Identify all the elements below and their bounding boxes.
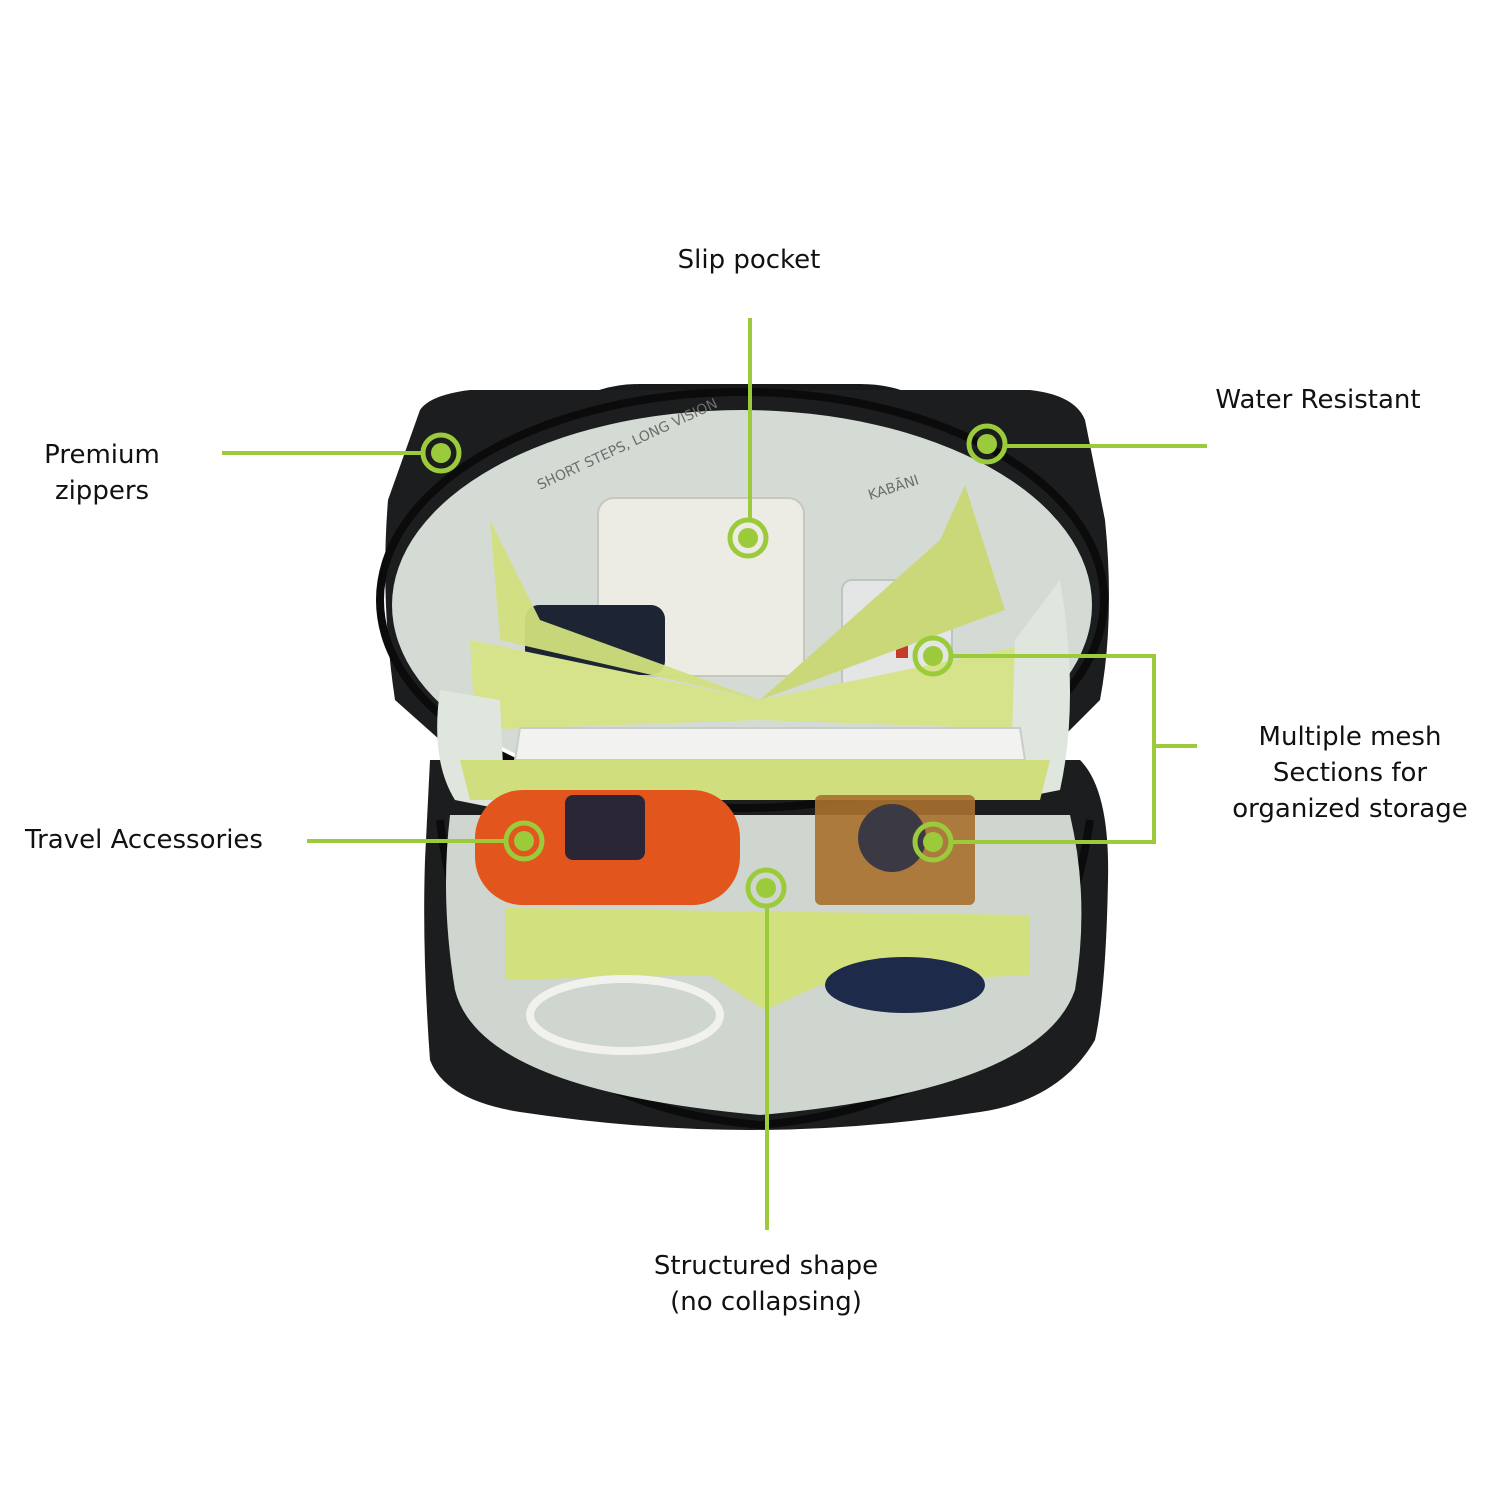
speaker-buttons	[565, 795, 645, 860]
callout-label: organized storage	[1232, 794, 1468, 824]
callout-label: (no collapsing)	[670, 1287, 862, 1317]
bag-image: SHORT STEPS, LONG VISION KABĀNI	[376, 384, 1109, 1130]
callout-travel-accessories: Travel Accessories	[4, 822, 284, 858]
callout-label: Structured shape	[653, 1251, 879, 1281]
callout-label: Multiple mesh	[1258, 722, 1442, 752]
callout-markers	[420, 423, 1008, 909]
callout-label: Water Resistant	[1215, 385, 1421, 415]
callout-water-resistant: Water Resistant	[1198, 382, 1438, 418]
callout-mesh-sections: Multiple mesh Sections for organized sto…	[1205, 719, 1495, 827]
marker-travel-accessories	[503, 820, 545, 862]
marker-structured-shape	[745, 867, 787, 909]
marker-mesh-bottom	[912, 821, 954, 863]
mesh-pocket	[490, 520, 760, 700]
callout-label: Premium	[44, 440, 160, 470]
mesh-pocket	[1010, 580, 1070, 800]
callout-structured-shape: Structured shape (no collapsing)	[636, 1248, 896, 1320]
mesh-pocket	[760, 485, 1005, 700]
bottle-cap	[858, 804, 926, 872]
mesh-sections-bracket	[953, 654, 1156, 844]
marker-slip-pocket	[727, 517, 769, 559]
marker-mesh-top	[912, 635, 954, 677]
callout-premium-zippers: Premium zippers	[12, 437, 192, 509]
callout-slip-pocket: Slip pocket	[649, 242, 849, 278]
callout-label: zippers	[54, 476, 150, 506]
callout-label: Slip pocket	[677, 245, 821, 275]
zipper-top	[376, 388, 1108, 812]
callout-lines	[222, 318, 1207, 1230]
callout-label: Sections for	[1272, 758, 1428, 788]
marker-premium-zippers	[420, 432, 462, 474]
round-case	[825, 957, 985, 1013]
marker-water-resistant	[966, 423, 1008, 465]
cable	[526, 975, 724, 1055]
mesh-pocket	[470, 640, 1050, 730]
tablet	[513, 727, 1027, 761]
callout-label: Travel Accessories	[25, 825, 263, 855]
